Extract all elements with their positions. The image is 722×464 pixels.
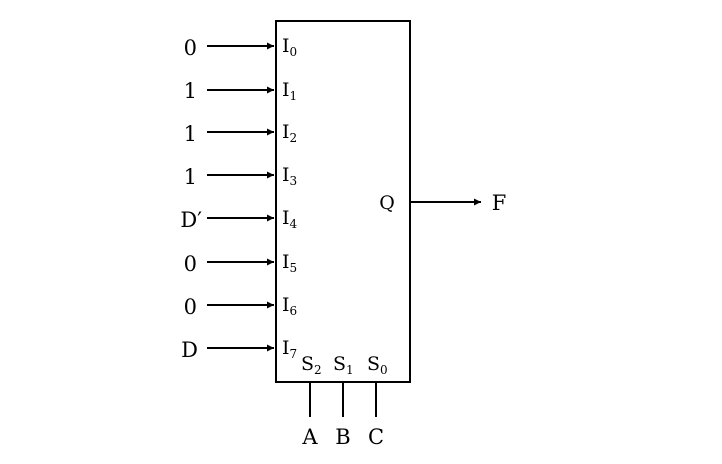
pin-label-i1: I1 — [282, 79, 297, 103]
pin-label-i0: I0 — [282, 35, 297, 59]
pin-label-i2: I2 — [282, 121, 297, 145]
pin-label-s0: S0 — [367, 353, 388, 377]
input-row-0: 0 I0 — [184, 35, 298, 60]
pin-label-i4: I4 — [282, 207, 298, 231]
pin-label-i3: I3 — [282, 164, 297, 188]
pin-label-i5: I5 — [282, 251, 297, 275]
pin-label-s2: S2 — [301, 353, 322, 377]
select-row-s1: S1 B — [333, 353, 354, 449]
select-row-s0: S0 C — [367, 353, 388, 449]
select-row-s2: S2 A — [301, 353, 322, 449]
input-row-2: 1 I2 — [184, 121, 298, 146]
input-row-5: 0 I5 — [184, 251, 298, 276]
input-value-0: 0 — [184, 36, 197, 60]
input-value-5: 0 — [184, 252, 197, 276]
pin-label-i7: I7 — [282, 337, 297, 361]
input-value-4: D′ — [180, 208, 202, 232]
pin-label-q: Q — [379, 192, 395, 214]
pin-label-s1: S1 — [333, 353, 354, 377]
select-signal-a: A — [301, 425, 318, 449]
input-row-7: D I7 — [181, 337, 297, 362]
input-row-6: 0 I6 — [184, 294, 298, 319]
pin-label-i6: I6 — [282, 294, 297, 318]
input-value-6: 0 — [184, 295, 197, 319]
output-row: Q F — [379, 191, 506, 215]
input-value-3: 1 — [184, 165, 197, 189]
input-row-3: 1 I3 — [184, 164, 298, 189]
input-row-4: D′ I4 — [180, 207, 297, 232]
input-value-1: 1 — [184, 79, 197, 103]
input-row-1: 1 I1 — [184, 79, 298, 103]
select-signal-b: B — [335, 425, 350, 449]
input-value-2: 1 — [184, 122, 197, 146]
input-value-7: D — [181, 338, 198, 362]
select-signal-c: C — [368, 425, 384, 449]
output-signal-label: F — [492, 191, 507, 215]
